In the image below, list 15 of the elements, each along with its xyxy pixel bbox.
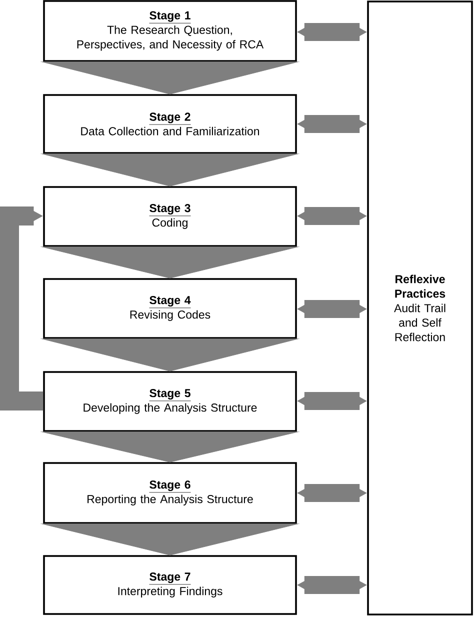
- chevron-arrow: [42, 62, 298, 94]
- feedback-arrow: [0, 206, 44, 410]
- stage-box: Stage 5 Developing the Analysis Structure: [43, 371, 297, 432]
- stage-box: Stage 4 Revising Codes: [43, 278, 297, 339]
- side-panel-box: Reflexive Practices Audit Trail and Self Reflection: [367, 0, 473, 616]
- chevron-arrow: [42, 246, 298, 278]
- chevron-arrow: [42, 432, 298, 462]
- stage-box: Stage 7 Interpreting Findings: [43, 555, 297, 615]
- stage-box: Stage 2 Data Collection and Familiarization: [43, 94, 297, 154]
- chevron-arrow: [42, 338, 298, 372]
- stage-box: Stage 6 Reporting the Analysis Structure: [43, 462, 297, 524]
- chevron-arrow: [42, 154, 298, 186]
- stage-box: Stage 1 The Research Question, Perspectives, and Necessity of RCA: [43, 0, 297, 62]
- chevron-arrow: [42, 524, 298, 556]
- stage-box: Stage 3 Coding: [43, 186, 297, 247]
